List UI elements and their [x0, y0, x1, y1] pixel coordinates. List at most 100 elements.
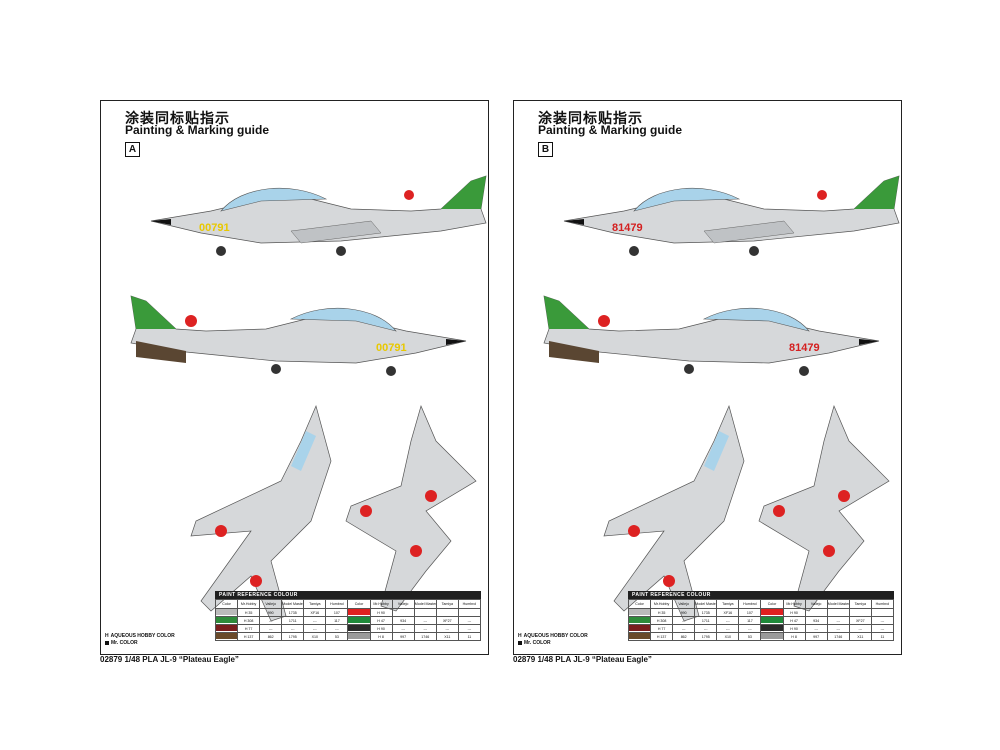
cell: H 8 — [782, 632, 806, 641]
side-view-left: 00791 — [150, 175, 487, 256]
col-modelmaster: Model Master — [826, 599, 850, 609]
col-color: Color — [214, 599, 239, 609]
cell — [435, 608, 459, 617]
cell: 1795 — [694, 632, 718, 641]
sheet-b: 涂装同标贴指示 Painting & Marking guide B 81479… — [513, 100, 902, 655]
cell — [391, 608, 415, 617]
col-tamiya: Tamiya — [303, 599, 327, 609]
cell — [804, 608, 828, 617]
variant-badge: A — [125, 142, 140, 157]
side-view-right: 00791 — [130, 295, 467, 376]
cell: 1735 — [694, 608, 718, 617]
cell: X11 — [435, 632, 459, 641]
cell: 1735 — [281, 608, 305, 617]
col-vallejo: Vallejo — [672, 599, 696, 609]
serial-b-side1: 81479 — [612, 222, 643, 234]
table-row: H 137 862 1795 X10 53 H 8 997 1746 X11 1… — [214, 632, 482, 641]
cell: 997 — [804, 632, 828, 641]
cell: H 90 — [782, 608, 806, 617]
cell: 862 — [672, 632, 696, 641]
col-mrhobby: Mr.Hobby — [237, 599, 261, 609]
sheet-a: 涂装同标贴指示 Painting & Marking guide A 00791… — [100, 100, 489, 655]
col-vallejo: Vallejo — [391, 599, 415, 609]
serial-a-side2: 00791 — [376, 342, 407, 354]
col-modelmaster: Model Master — [413, 599, 437, 609]
cell: 997 — [391, 632, 415, 641]
cell: 990 — [672, 608, 696, 617]
cell: H 90 — [369, 608, 393, 617]
serial-a-side1: 00791 — [199, 222, 230, 234]
cell: 1746 — [826, 632, 850, 641]
cell: --- — [870, 624, 895, 633]
cell: --- — [694, 624, 718, 633]
color-swatch — [629, 609, 650, 615]
cell: 1746 — [413, 632, 437, 641]
col-tamiya: Tamiya — [848, 599, 872, 609]
legend-mr-color: Mr. COLOR — [111, 640, 138, 646]
table-row: H 35 990 1735 XF16 107 H 90 — [627, 608, 895, 617]
cell: --- — [325, 624, 349, 633]
cell: 934 — [391, 616, 415, 625]
cell: --- — [826, 624, 850, 633]
cell: 990 — [259, 608, 283, 617]
col-tamiya: Tamiya — [435, 599, 459, 609]
color-swatch — [629, 633, 650, 639]
col-modelmaster: Model Master — [694, 599, 718, 609]
cell: 1711 — [694, 616, 718, 625]
col-color: Color — [627, 599, 652, 609]
table-row: H 308 --- 1711 --- 117 H 47 934 --- XF27… — [627, 616, 895, 625]
cell: X10 — [303, 632, 327, 641]
table-row: H 35 990 1735 XF16 107 H 90 — [214, 608, 482, 617]
mr-color-icon — [518, 640, 522, 645]
col-mrhobby: Mr.Hobby — [782, 599, 806, 609]
cell: XF16 — [716, 608, 740, 617]
col-modelmaster: Model Master — [281, 599, 305, 609]
color-swatch — [216, 625, 237, 631]
paint-reference-header: PAINT REFERENCE COLOUR — [628, 591, 894, 599]
cell: --- — [303, 624, 327, 633]
cell: H 47 — [782, 616, 806, 625]
col-mrhobby: Mr.Hobby — [369, 599, 393, 609]
cell — [870, 608, 895, 617]
cell: X10 — [716, 632, 740, 641]
col-humbrol: Humbrol — [457, 599, 482, 609]
color-swatch — [629, 625, 650, 631]
cell: 934 — [804, 616, 828, 625]
cell: XF27 — [848, 616, 872, 625]
cell: --- — [826, 616, 850, 625]
serial-b-side2: 81479 — [789, 342, 820, 354]
col-tamiya: Tamiya — [716, 599, 740, 609]
title-chinese: 涂装同标贴指示 — [538, 110, 643, 126]
aircraft-drawings-a: 00791 00791 — [130, 175, 487, 622]
side-view-right: 81479 — [543, 295, 880, 376]
col-humbrol: Humbrol — [738, 599, 762, 609]
bottom-view — [345, 404, 477, 612]
cell: --- — [435, 624, 459, 633]
table-row: H 308 --- 1711 --- 117 H 47 934 --- XF27… — [214, 616, 482, 625]
cell — [848, 608, 872, 617]
color-swatch — [761, 617, 783, 623]
paint-reference-header: PAINT REFERENCE COLOUR — [215, 591, 481, 599]
top-view — [603, 404, 745, 622]
footer-a: 02879 1/48 PLA JL-9 “Plateau Eagle” — [100, 655, 239, 664]
cell: H 308 — [650, 616, 674, 625]
aircraft-drawings-b: 81479 81479 — [543, 175, 900, 622]
product-title: 1/48 PLA JL-9 “Plateau Eagle” — [537, 655, 652, 664]
cell: 11 — [870, 632, 895, 641]
col-humbrol: Humbrol — [870, 599, 895, 609]
cell: --- — [259, 624, 283, 633]
title-english: Painting & Marking guide — [538, 123, 683, 137]
cell — [413, 608, 437, 617]
cell: --- — [716, 616, 740, 625]
legend-aqueous: AQUEOUS HOBBY COLOR — [110, 633, 175, 639]
cell: --- — [281, 624, 305, 633]
cell: H 90 — [782, 624, 806, 633]
cell: --- — [870, 616, 895, 625]
aqueous-icon: H — [105, 633, 109, 639]
table-row: H 137 862 1795 X10 53 H 8 997 1746 X11 1… — [627, 632, 895, 641]
variant-badge: B — [538, 142, 553, 157]
cell: --- — [391, 624, 415, 633]
color-swatch — [761, 625, 783, 631]
col-color: Color — [760, 599, 784, 609]
top-view — [190, 404, 332, 622]
